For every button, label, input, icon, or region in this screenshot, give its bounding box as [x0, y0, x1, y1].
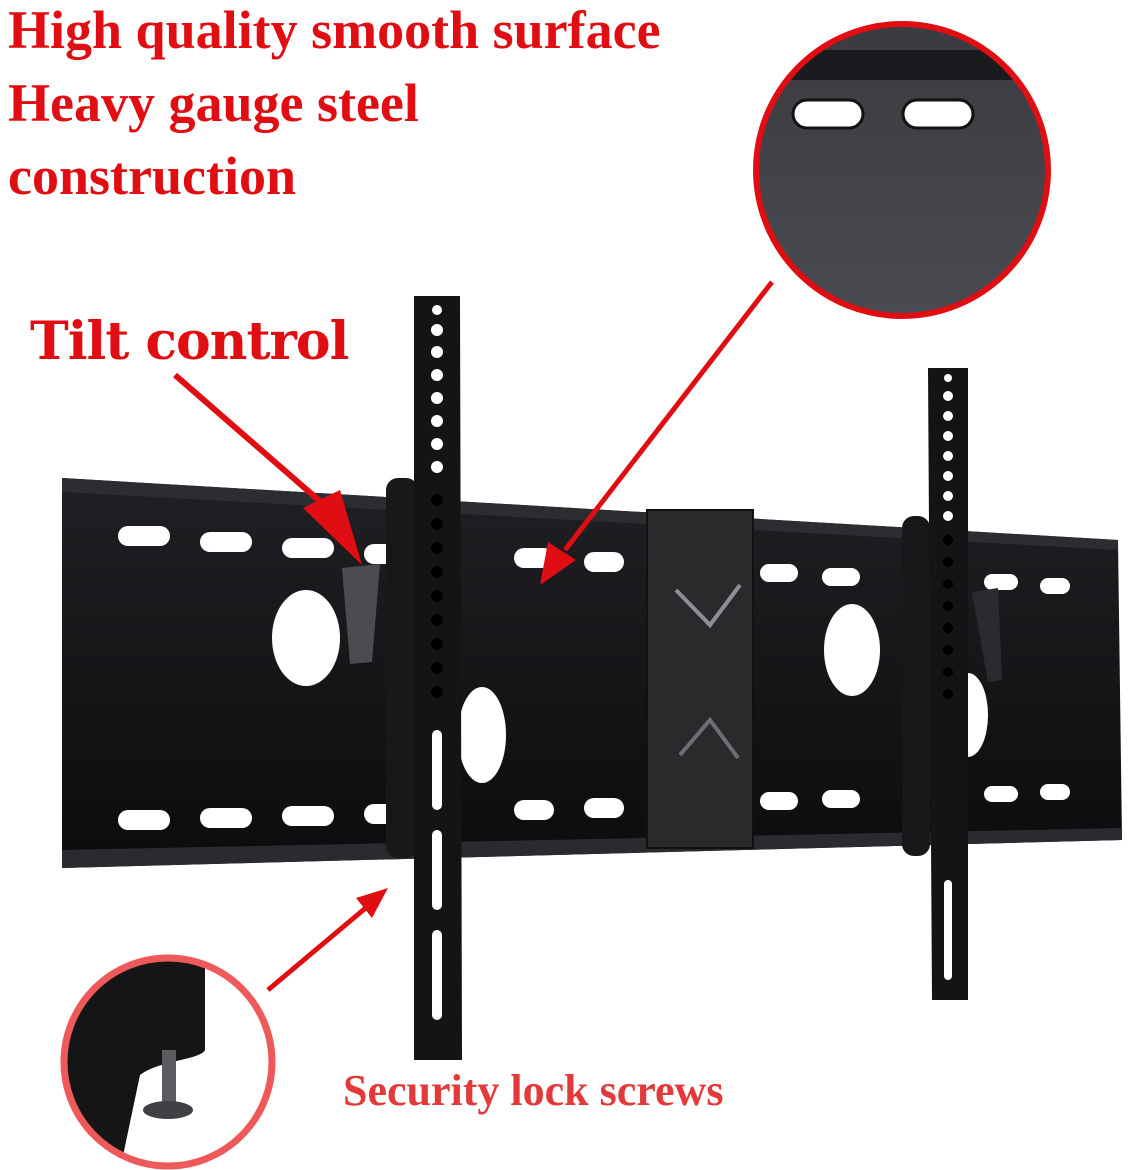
tilt-lever — [342, 564, 380, 664]
smooth-surface-zoom — [753, 21, 1051, 319]
surface-caption: High quality smooth surface Heavy gauge … — [8, 0, 661, 213]
tilt-control-caption: Tilt control — [30, 311, 349, 372]
center-slider — [646, 509, 754, 849]
wall-plate — [62, 478, 1122, 868]
surface-arrow-icon — [540, 280, 774, 585]
tilt-arrow-icon — [173, 372, 362, 565]
left-mount-arm — [342, 296, 462, 1060]
right-mount-arm — [902, 368, 1002, 1000]
chevron-down-icon — [674, 583, 742, 629]
security-screws-caption: Security lock screws — [343, 1066, 724, 1115]
caption-line-2: Heavy gauge steel — [8, 73, 419, 133]
caption-line-1: High quality smooth surface — [8, 0, 661, 60]
screw-arrow-icon — [266, 888, 388, 992]
caption-line-3: construction — [8, 146, 296, 206]
security-screw-zoom — [60, 954, 276, 1170]
chevron-up-icon — [678, 716, 740, 760]
